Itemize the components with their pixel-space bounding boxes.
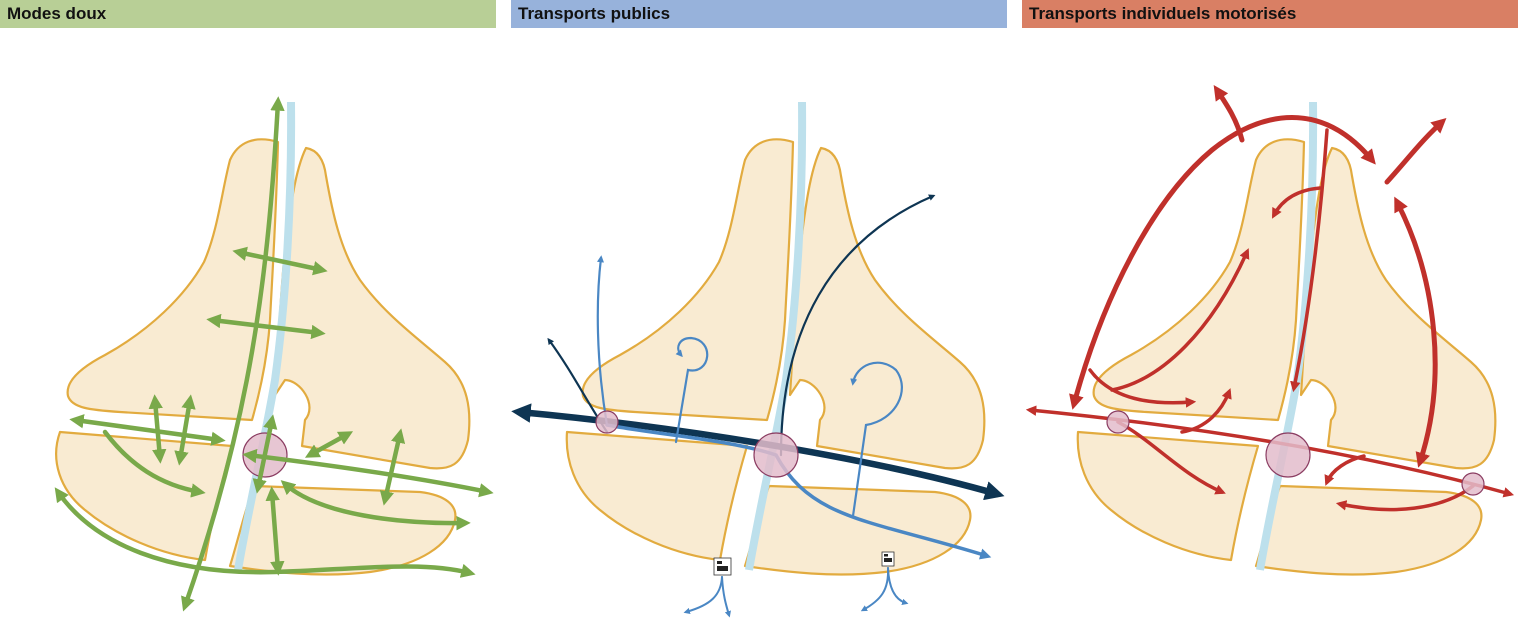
branch-south-east-right — [887, 567, 909, 605]
zone-south-east — [743, 484, 972, 576]
zone-north-east — [788, 146, 986, 470]
city-zones — [55, 138, 471, 576]
arrow-south-west — [1116, 420, 1226, 495]
arrow-southern-loop — [54, 487, 476, 578]
arrow-local-up — [1180, 388, 1232, 434]
arrow-north-east-exit — [1384, 117, 1447, 185]
zone-south-west — [565, 430, 749, 562]
car-traffic-arrows — [1025, 85, 1515, 512]
branch-south-west-right — [721, 576, 731, 618]
diagram-modes-doux — [54, 96, 494, 612]
arrow-inner-north-west — [1272, 186, 1322, 219]
zone-north-east — [273, 146, 471, 470]
zone-north-west — [1092, 138, 1306, 422]
line-hub-north-east-dark — [779, 194, 936, 457]
arrow-south-east-loop — [1335, 484, 1475, 512]
arrow-inner-north-south — [1290, 128, 1329, 393]
arrow-west-east-corridor — [69, 414, 226, 446]
interchange-hub — [1265, 432, 1311, 478]
arrow-north-exit — [1213, 85, 1245, 143]
arrow-upper-crossing-2 — [206, 313, 326, 340]
line-west-north-blue — [596, 255, 609, 427]
branch-loop-east — [850, 361, 903, 518]
arrow-east-local — [304, 431, 354, 458]
branch-south-west-left — [683, 576, 723, 615]
interchange-hub — [753, 432, 799, 478]
arrow-east-inner — [1324, 454, 1366, 486]
arrow-local-west-1 — [148, 394, 167, 464]
diagram-transports-publics — [511, 101, 1005, 618]
panel-title-transports-individuels-motorises: Transports individuels motorisés — [1022, 0, 1518, 28]
stop-east — [1461, 472, 1485, 496]
arrow-main-west-east — [1025, 405, 1515, 498]
zone-south-west — [1076, 430, 1260, 562]
arrow-west-local — [1088, 368, 1197, 408]
bus-stop-sign-east — [881, 551, 895, 567]
zone-south-east — [228, 484, 457, 576]
zone-north-east — [1299, 146, 1497, 470]
city-zones — [565, 138, 986, 576]
arrow-outer-ring-west — [1069, 115, 1376, 410]
panel-title-transports-publics: Transports publics — [511, 0, 1007, 28]
stop-west — [1106, 410, 1130, 434]
panel-title-modes-doux: Modes doux — [0, 0, 496, 28]
branch-loop-west — [674, 336, 709, 444]
arrow-hub-north — [252, 414, 278, 494]
panel-modes-doux: Modes doux — [0, 0, 496, 628]
soft-mobility-arrows — [54, 96, 494, 612]
arrow-upper-crossing-1 — [232, 246, 328, 276]
stop-west — [595, 410, 619, 434]
zone-north-west — [581, 138, 795, 422]
bus-stop-sign-west — [713, 557, 732, 576]
arrow-east-ring — [1394, 196, 1438, 468]
arrow-west-to-north — [1110, 248, 1250, 392]
panel-transports-publics: Transports publics — [511, 0, 1007, 628]
diagram-transports-individuels — [1025, 85, 1515, 576]
panel-transports-individuels-motorises: Transports individuels motorisés — [1022, 0, 1518, 628]
arrow-local-west-2 — [174, 394, 196, 466]
river — [745, 101, 807, 571]
